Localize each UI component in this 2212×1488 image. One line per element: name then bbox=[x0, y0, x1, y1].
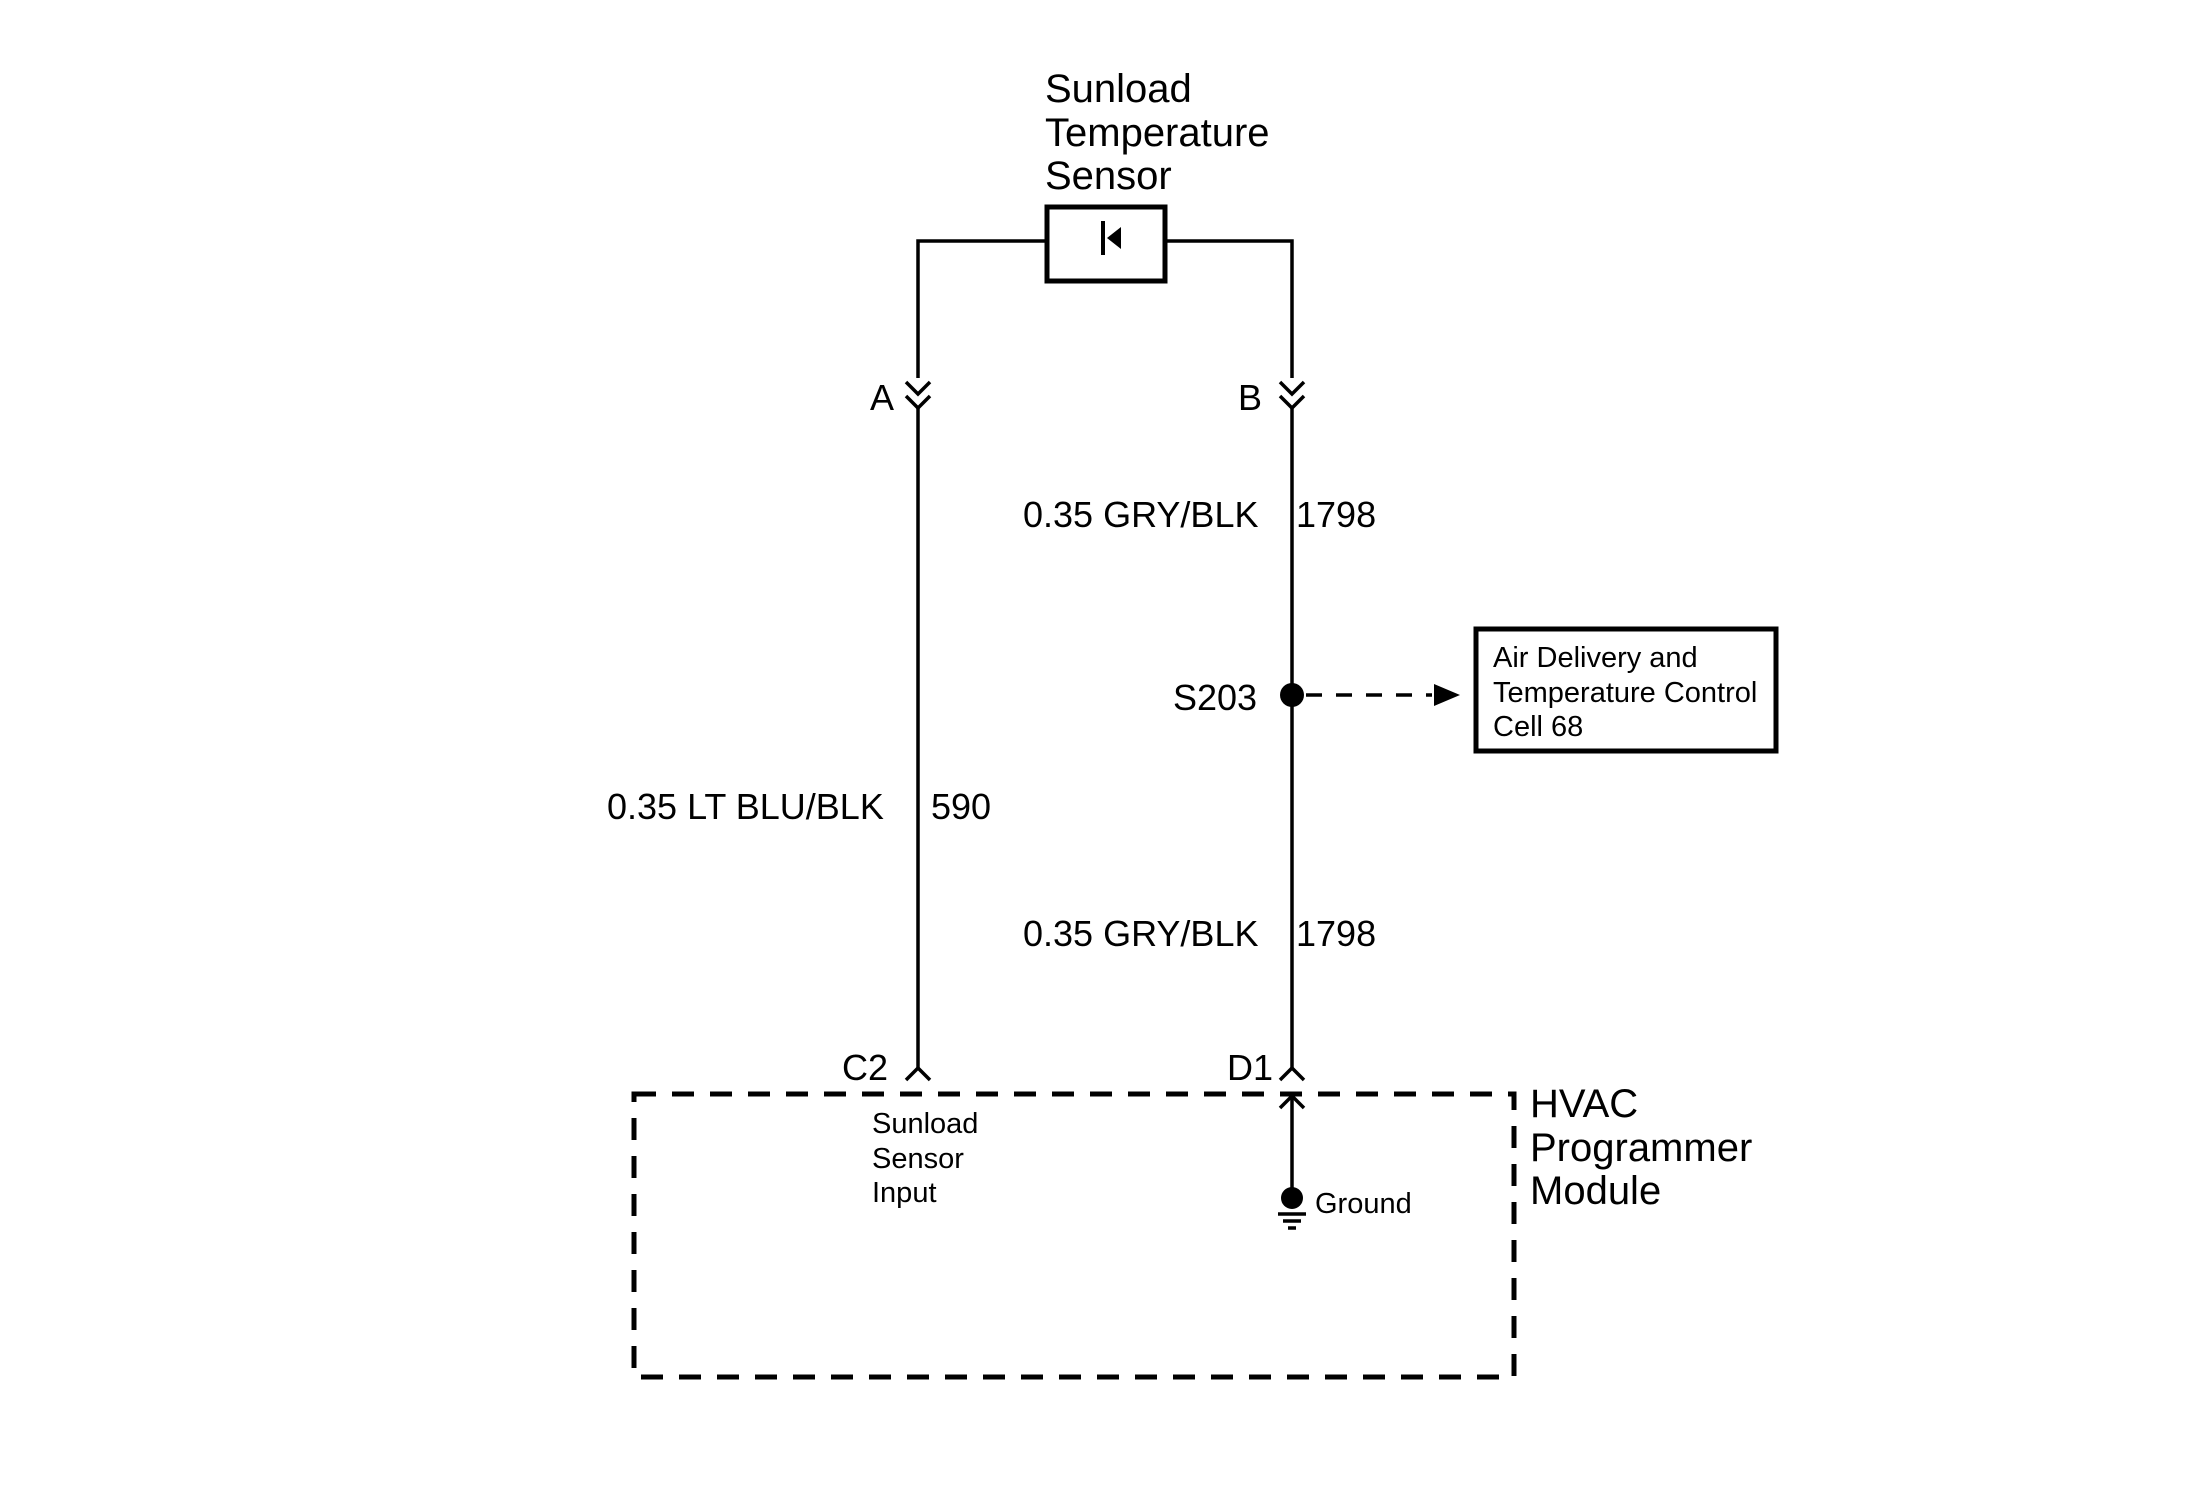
connector-d1-label: D1 bbox=[1227, 1047, 1273, 1088]
connector-a-chevron-icon bbox=[904, 380, 932, 411]
sensor-box bbox=[1044, 204, 1168, 284]
reference-line3: Cell 68 bbox=[1493, 711, 1583, 743]
reference-line2: Temperature Control bbox=[1493, 677, 1757, 709]
connector-c2-label: C2 bbox=[842, 1047, 888, 1088]
module-input-line1: Sunload bbox=[872, 1108, 978, 1140]
module-input-line2: Sensor bbox=[872, 1143, 964, 1175]
reference-line1: Air Delivery and bbox=[1493, 642, 1698, 674]
arrow-right-icon bbox=[1434, 684, 1460, 706]
wire-b-top bbox=[1165, 239, 1294, 378]
wire-b-upper-circuit: 1798 bbox=[1296, 494, 1376, 535]
wire-a-label: 0.35 LT BLU/BLK bbox=[607, 786, 884, 827]
sensor-title-line3: Sensor bbox=[1045, 154, 1172, 198]
wire-b-upper-label: 0.35 GRY/BLK bbox=[1023, 494, 1258, 535]
module-title-line2: Programmer bbox=[1530, 1126, 1752, 1170]
module-title-line1: HVAC bbox=[1530, 1082, 1638, 1126]
ground-label: Ground bbox=[1315, 1188, 1412, 1220]
photodiode-icon bbox=[1101, 221, 1121, 255]
splice-dot bbox=[1280, 683, 1304, 707]
connector-a-label: A bbox=[870, 377, 894, 418]
sensor-title-line2: Temperature bbox=[1045, 111, 1270, 155]
connector-b-chevron-icon bbox=[1278, 380, 1306, 411]
wire-a-top bbox=[916, 239, 1047, 378]
splice-label: S203 bbox=[1173, 677, 1257, 718]
module-box bbox=[631, 1091, 1517, 1380]
connector-c2-chevron-icon bbox=[904, 1065, 932, 1082]
module-title-line3: Module bbox=[1530, 1169, 1661, 1213]
sensor-title-line1: Sunload bbox=[1045, 67, 1192, 111]
connector-b-label: B bbox=[1238, 377, 1262, 418]
reference-box bbox=[1473, 626, 1779, 754]
wire-b-lower-label: 0.35 GRY/BLK bbox=[1023, 913, 1258, 954]
wire-a-circuit: 590 bbox=[931, 786, 991, 827]
module-input-line3: Input bbox=[872, 1177, 937, 1209]
connector-d1-chevron-icon bbox=[1278, 1065, 1306, 1082]
wire-b-lower-circuit: 1798 bbox=[1296, 913, 1376, 954]
ground-icon bbox=[1278, 1187, 1306, 1230]
